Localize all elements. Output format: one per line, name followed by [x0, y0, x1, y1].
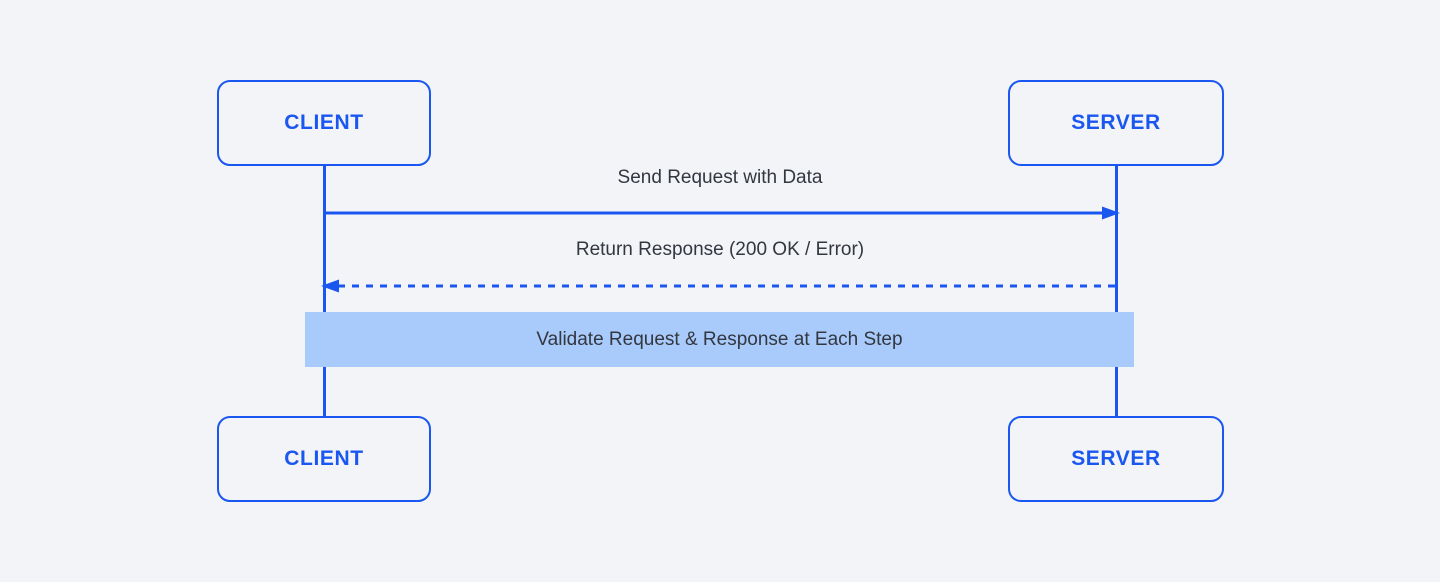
- message-arrow-request: [324, 206, 1120, 220]
- participant-box-server-top[interactable]: SERVER: [1008, 80, 1224, 166]
- participant-box-client-bottom[interactable]: CLIENT: [217, 416, 431, 502]
- note-label: Validate Request & Response at Each Step: [536, 328, 903, 350]
- lifeline-client: [322, 166, 326, 416]
- participant-box-server-bottom[interactable]: SERVER: [1008, 416, 1224, 502]
- participant-box-client-top[interactable]: CLIENT: [217, 80, 431, 166]
- message-arrow-response: [321, 279, 1117, 293]
- participant-label-client-bottom: CLIENT: [284, 447, 364, 470]
- note-validate[interactable]: Validate Request & Response at Each Step: [305, 312, 1134, 367]
- participant-label-client-top: CLIENT: [284, 111, 364, 134]
- participant-label-server-top: SERVER: [1071, 111, 1161, 134]
- message-label-request: Send Request with Data: [617, 167, 823, 188]
- lifeline-server: [1114, 166, 1118, 416]
- participant-label-server-bottom: SERVER: [1071, 447, 1161, 470]
- message-label-response: Return Response (200 OK / Error): [575, 239, 865, 260]
